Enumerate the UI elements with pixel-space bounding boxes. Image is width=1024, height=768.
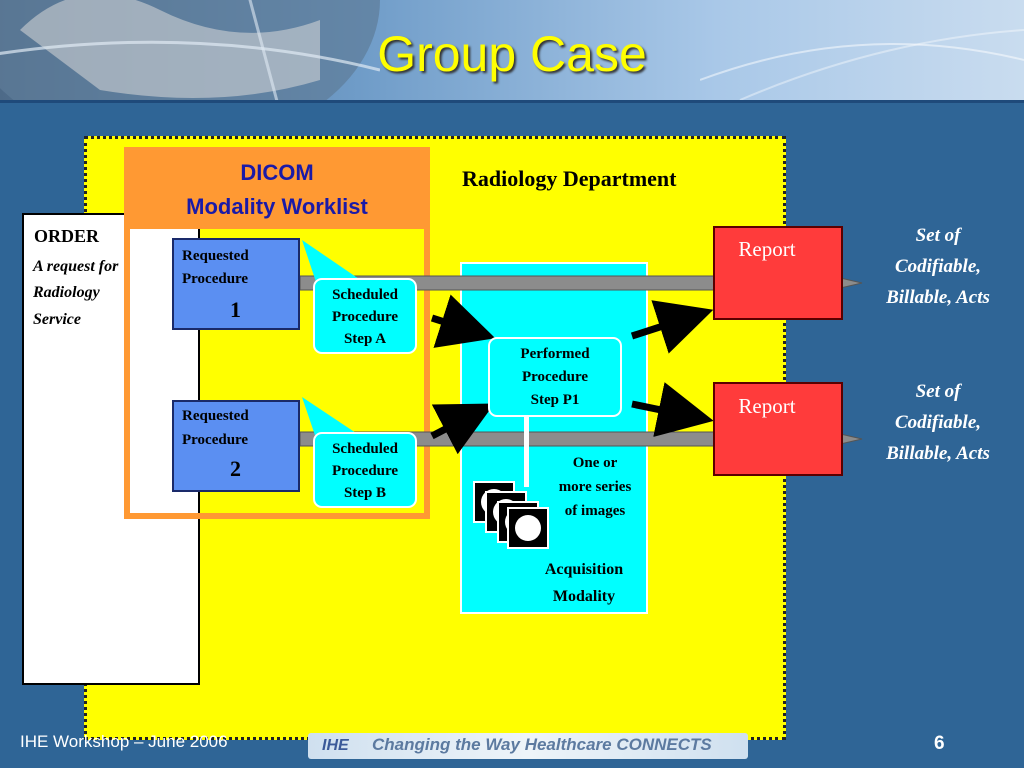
order-description-line-1: A request for bbox=[33, 258, 119, 275]
worklist-title-line-1: DICOM bbox=[240, 160, 314, 185]
scheduled-step-b: Scheduled Procedure Step B bbox=[313, 432, 417, 508]
arrow-performed-to-report-2 bbox=[631, 382, 714, 437]
performed-step-line-2: Procedure bbox=[521, 369, 589, 385]
acts-label-1-line-2: Codifiable, bbox=[894, 256, 982, 277]
scheduled-step-a: Scheduled Procedure Step A bbox=[313, 278, 417, 354]
footer-slogan: Changing the Way Healthcare CONNECTS bbox=[372, 735, 712, 754]
requested-procedure-2-number: 2 bbox=[230, 456, 241, 481]
worklist-title-box bbox=[130, 153, 424, 229]
modality-worklist-frame bbox=[124, 147, 430, 519]
slide-title: Group Case bbox=[377, 26, 647, 82]
modality-label-line-1: Acquisition bbox=[544, 561, 624, 578]
acts-label-2-line-2: Codifiable, bbox=[894, 412, 982, 433]
report-label-2: Report bbox=[738, 394, 796, 418]
requested-procedure-2 bbox=[172, 400, 300, 492]
order-description-line-3: Service bbox=[33, 311, 81, 328]
footer-left-text: IHE Workshop – June 2006 bbox=[20, 732, 228, 751]
scheduled-step-a-line-3: Step A bbox=[343, 331, 387, 347]
requested-procedure-1-line-2: Procedure bbox=[182, 271, 249, 287]
modality-label-line-2: Modality bbox=[552, 588, 616, 605]
worklist-title-line-2: Modality Worklist bbox=[186, 194, 368, 219]
scheduled-step-a-line-1: Scheduled bbox=[332, 287, 398, 303]
images-label-line-3: of images bbox=[564, 503, 626, 519]
performed-step-line-1: Performed bbox=[520, 346, 590, 362]
report-box-1 bbox=[713, 226, 843, 320]
images-label-line-2: more series bbox=[558, 479, 632, 495]
arrow-performed-to-report-1 bbox=[630, 300, 714, 354]
requested-procedure-1-line-1: Requested bbox=[182, 248, 249, 264]
department-label: Radiology Department bbox=[462, 166, 677, 191]
scheduled-step-b-line-3: Step B bbox=[343, 485, 387, 501]
acts-label-1-line-3: Billable, Acts bbox=[886, 287, 990, 308]
footer-banner bbox=[308, 733, 748, 759]
footer-logo: IHE bbox=[322, 737, 349, 754]
scheduled-step-a-line-2: Procedure bbox=[331, 309, 399, 325]
images-label-line-1: One or bbox=[572, 455, 618, 471]
acts-label-2-line-1: Set of bbox=[915, 381, 961, 402]
requested-procedure-2-line-1: Requested bbox=[182, 408, 249, 424]
page-number: 6 bbox=[934, 733, 945, 754]
performed-step-line-3: Step P1 bbox=[530, 392, 580, 408]
header-decoration bbox=[700, 29, 1024, 100]
scheduled-step-b-line-2: Procedure bbox=[331, 463, 399, 479]
slide-header bbox=[0, 0, 1024, 103]
report-label-1: Report bbox=[738, 237, 796, 261]
globe-icon bbox=[0, 0, 380, 100]
images-connector bbox=[524, 417, 529, 487]
order-description-line-2: Radiology bbox=[33, 284, 100, 301]
order-title: ORDER bbox=[34, 226, 100, 246]
performed-procedure-step: Performed Procedure Step P1 bbox=[488, 337, 622, 417]
acts-label-1-line-1: Set of bbox=[915, 225, 961, 246]
scheduled-step-b-line-1: Scheduled bbox=[332, 441, 398, 457]
arrow-stepA-to-performed bbox=[430, 294, 496, 348]
arrow-stepB-to-performed bbox=[430, 403, 495, 455]
image-series-icon bbox=[473, 481, 549, 549]
acts-label-2-line-3: Billable, Acts bbox=[886, 443, 990, 464]
requested-procedure-1 bbox=[172, 238, 300, 330]
requested-procedure-1-number: 1 bbox=[230, 297, 241, 322]
report-box-2 bbox=[713, 382, 843, 476]
requested-procedure-2-line-2: Procedure bbox=[182, 432, 249, 448]
